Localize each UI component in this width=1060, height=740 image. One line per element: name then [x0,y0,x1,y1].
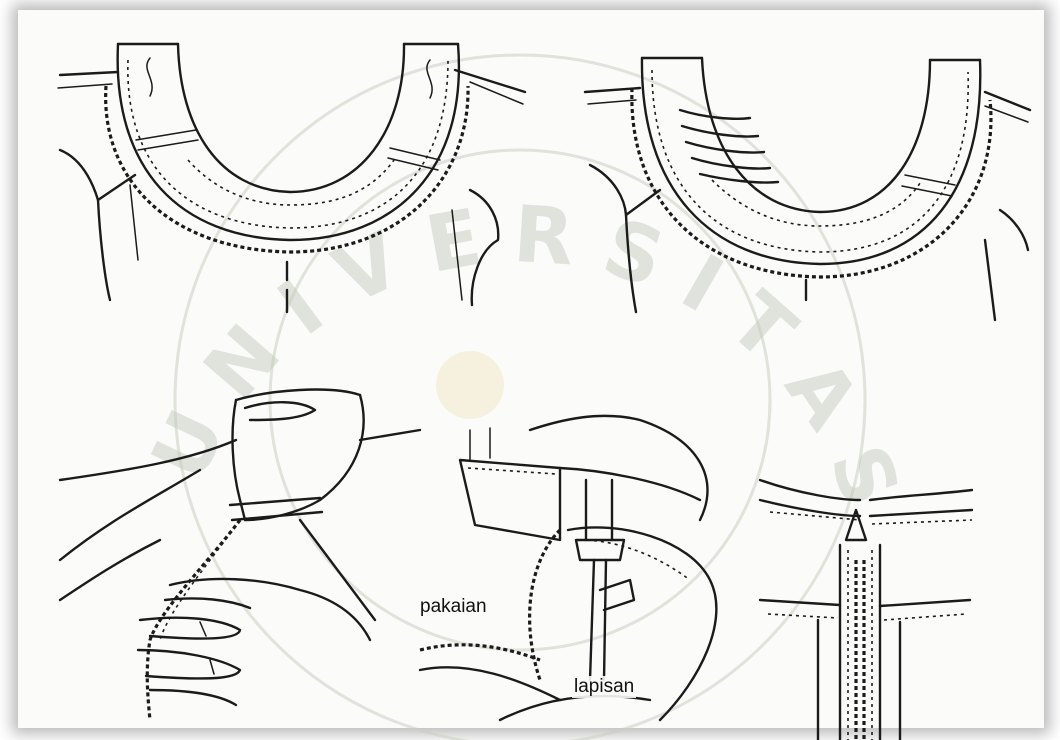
label-lapisan: lapisan [572,676,636,698]
panel-zipper [760,480,972,740]
watermark-seal: U N I V E R S I T A S N E G E R I M E D … [0,0,916,740]
panel-machine-stitching [420,416,716,720]
label-pakaian: pakaian [418,596,489,618]
